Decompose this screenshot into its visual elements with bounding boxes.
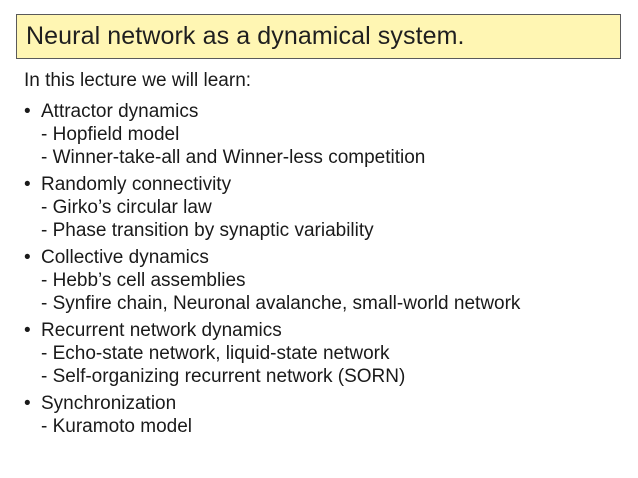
list-item: • Synchronization - Kuramoto model (24, 392, 624, 439)
intro-text: In this lecture we will learn: (24, 70, 252, 91)
item-subpoint: - Phase transition by synaptic variabili… (41, 220, 374, 241)
item-heading: Synchronization (41, 393, 177, 414)
list-item: • Attractor dynamics - Hopfield model - … (24, 100, 624, 170)
slide-title: Neural network as a dynamical system. (26, 22, 465, 50)
bullet-icon: • (24, 174, 31, 195)
item-heading: Attractor dynamics (41, 101, 199, 122)
item-heading: Randomly connectivity (41, 174, 232, 195)
bullet-icon: • (24, 320, 31, 341)
topic-list: • Attractor dynamics - Hopfield model - … (24, 100, 624, 442)
list-item: • Recurrent network dynamics - Echo-stat… (24, 319, 624, 389)
item-heading: Recurrent network dynamics (41, 320, 282, 341)
item-subpoint: - Hebb’s cell assemblies (41, 270, 246, 291)
item-subpoint: - Synfire chain, Neuronal avalanche, sma… (41, 293, 521, 314)
item-subpoint: - Winner-take-all and Winner-less compet… (41, 147, 426, 168)
item-subpoint: - Kuramoto model (41, 416, 193, 437)
list-item: • Collective dynamics - Hebb’s cell asse… (24, 246, 624, 316)
list-item: • Randomly connectivity - Girko’s circul… (24, 173, 624, 243)
slide-title-box: Neural network as a dynamical system. (16, 14, 621, 59)
item-subpoint: - Girko’s circular law (41, 197, 212, 218)
item-heading: Collective dynamics (41, 247, 209, 268)
bullet-icon: • (24, 101, 31, 122)
item-subpoint: - Hopfield model (41, 124, 180, 145)
item-subpoint: - Echo-state network, liquid-state netwo… (41, 343, 390, 364)
bullet-icon: • (24, 247, 31, 268)
bullet-icon: • (24, 393, 31, 414)
item-subpoint: - Self-organizing recurrent network (SOR… (41, 366, 406, 387)
